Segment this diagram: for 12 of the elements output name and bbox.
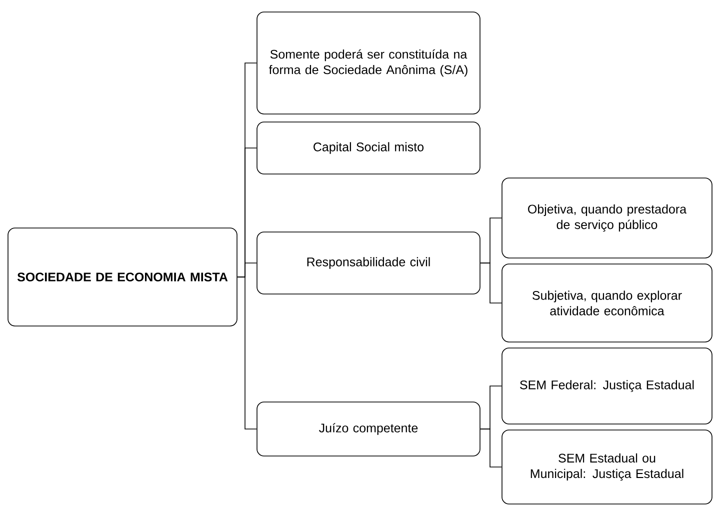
text-box: Subjetiva, quando explorar atividade econômica bbox=[502, 264, 712, 342]
connector-line bbox=[237, 276, 257, 430]
text-box: SEM Federal: Justiça Estadual bbox=[502, 348, 712, 424]
text-box: Objetiva, quando prestadora de serviço público bbox=[502, 178, 712, 258]
text-box: Somente poderá ser constituída na forma de Sociedade Anônima (S/A) bbox=[256, 12, 480, 114]
text-box: Juízo competente bbox=[256, 402, 480, 456]
text-box: SEM Estadual ou Municipal: Justiça Estadual bbox=[502, 430, 712, 504]
text-box: Responsabilidade civil bbox=[256, 232, 480, 294]
text-box: SOCIEDADE DE ECONOMIA MISTA bbox=[8, 228, 238, 326]
text-box: Capital Social misto bbox=[256, 122, 480, 174]
connector-line bbox=[480, 428, 502, 468]
connector-line bbox=[480, 262, 502, 304]
